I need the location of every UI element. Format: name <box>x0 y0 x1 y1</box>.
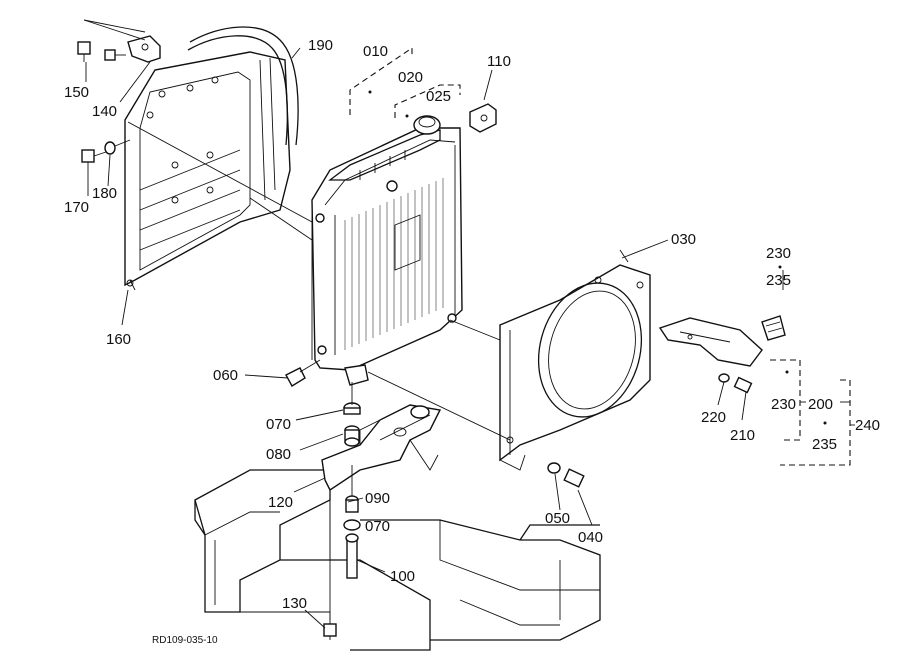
label-120: 120 <box>268 494 293 511</box>
label-180: 180 <box>92 185 117 202</box>
radiator <box>311 115 463 386</box>
label-100: 100 <box>390 568 415 585</box>
group-brackets <box>349 46 851 466</box>
washer-050-bolt-040 <box>547 462 585 488</box>
label-040: 040 <box>578 529 603 546</box>
clip-110 <box>469 103 497 133</box>
label-235-group: 235 <box>812 436 837 453</box>
bolt-170-washer-180 <box>81 139 131 163</box>
label-230-group: 230 <box>771 396 796 413</box>
label-190: 190 <box>308 37 333 54</box>
rubber-mounts <box>343 402 361 579</box>
label-200: 200 <box>808 396 833 413</box>
side-panel <box>124 51 291 287</box>
label-240: 240 <box>855 417 880 434</box>
label-220: 220 <box>701 409 726 426</box>
label-230-top: 230 <box>766 245 791 262</box>
label-010: 010 <box>363 43 388 60</box>
label-025: 025 <box>426 88 451 105</box>
label-235-top: 235 <box>766 272 791 289</box>
label-090: 090 <box>365 490 390 507</box>
label-020: 020 <box>398 69 423 86</box>
bolt-130 <box>323 500 337 637</box>
part-number-labels: 190 010 020 025 110 150 140 170 180 160 … <box>64 37 880 646</box>
shroud-cover-plate <box>658 315 786 367</box>
mounting-bracket-120 <box>321 404 442 492</box>
label-050: 050 <box>545 510 570 527</box>
fan-shroud <box>499 249 651 471</box>
label-130: 130 <box>282 595 307 612</box>
drawing-code: RD109-035-10 <box>152 635 218 646</box>
washer-220-bolt-210 <box>718 373 753 394</box>
label-070-upper: 070 <box>266 416 291 433</box>
label-150: 150 <box>64 84 89 101</box>
chassis-frame <box>194 454 601 651</box>
label-110: 110 <box>487 53 511 70</box>
upper-hose <box>187 26 299 146</box>
label-080: 080 <box>266 446 291 463</box>
label-210: 210 <box>730 427 755 444</box>
label-070-lower: 070 <box>365 518 390 535</box>
label-160: 160 <box>106 331 131 348</box>
alignment-lines <box>127 121 511 441</box>
leader-lines <box>85 47 827 629</box>
bracket-and-bolts <box>77 19 161 63</box>
clip-060 <box>285 367 306 387</box>
label-170: 170 <box>64 199 89 216</box>
label-140: 140 <box>92 103 117 120</box>
label-030: 030 <box>671 231 696 248</box>
label-060: 060 <box>213 367 238 384</box>
